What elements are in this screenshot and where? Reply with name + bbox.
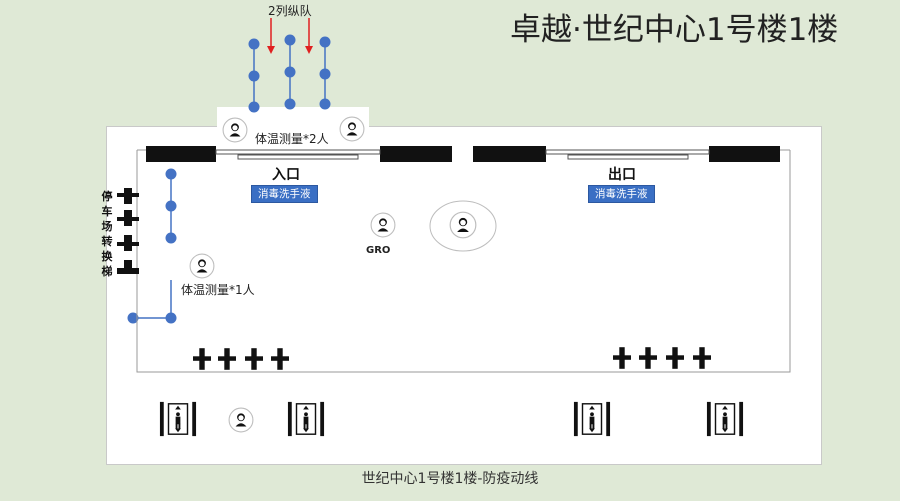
queue-dots bbox=[127, 34, 331, 324]
sliding-doors bbox=[215, 149, 710, 160]
parking-label-char: 停 bbox=[101, 190, 113, 203]
parking-label-char: 换 bbox=[101, 250, 113, 263]
temperature-check-side-label: 体温测量*1人 bbox=[181, 283, 255, 297]
turnstile-icon bbox=[613, 347, 711, 369]
gro-label: GRO bbox=[366, 245, 391, 256]
parking-label-char: 转 bbox=[101, 235, 113, 248]
reception-person-icon bbox=[429, 200, 497, 252]
person-icon bbox=[189, 253, 215, 279]
page-title: 卓越·世纪中心1号楼1楼 bbox=[510, 12, 839, 48]
elevator-icon bbox=[287, 401, 325, 437]
exit-label: 出口 bbox=[608, 167, 636, 183]
sanitizer-badge-right: 消毒洗手液 bbox=[588, 185, 655, 203]
parking-label-char: 车 bbox=[101, 205, 113, 218]
elevator-icon bbox=[706, 401, 744, 437]
temperature-check-top-label: 体温测量*2人 bbox=[255, 132, 329, 146]
elevator-icon bbox=[159, 401, 197, 437]
wall-segments bbox=[146, 146, 780, 162]
person-icon bbox=[370, 212, 396, 238]
parking-label-char: 梯 bbox=[101, 265, 113, 278]
down-arrow-icon bbox=[267, 18, 275, 54]
elevator-icon bbox=[573, 401, 611, 437]
floor-area bbox=[106, 126, 822, 465]
parking-label-char: 场 bbox=[101, 220, 113, 233]
queue-label: 2列纵队 bbox=[268, 4, 312, 18]
person-icon bbox=[339, 116, 365, 142]
down-arrow-icon bbox=[305, 18, 313, 54]
entrance-label: 入口 bbox=[272, 167, 300, 183]
sanitizer-badge-left: 消毒洗手液 bbox=[251, 185, 318, 203]
turnstile-icon bbox=[193, 348, 289, 370]
person-icon bbox=[228, 407, 254, 433]
parking-transfer-blocks bbox=[117, 188, 139, 274]
diagram-caption: 世纪中心1号楼1楼-防疫动线 bbox=[361, 471, 539, 487]
inner-wall bbox=[136, 149, 791, 373]
parking-transfer-label: 停 车 场 转 换 梯 bbox=[100, 189, 114, 279]
person-icon bbox=[222, 117, 248, 143]
